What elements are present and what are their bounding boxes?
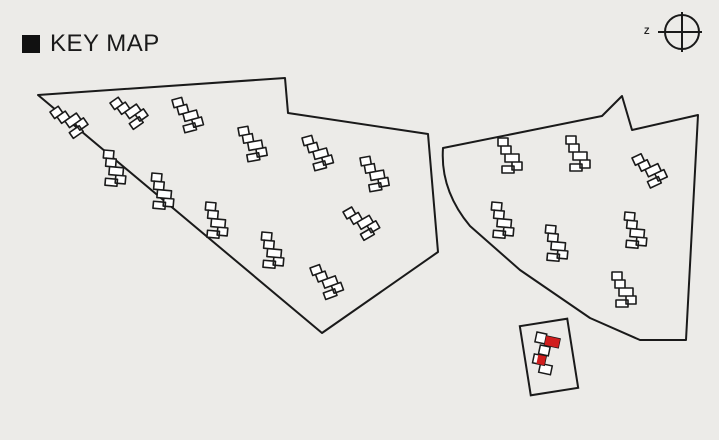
compass-icon	[658, 12, 702, 52]
highlighted-block	[518, 317, 580, 397]
north-arrow: Z	[644, 10, 704, 54]
buildings-east	[488, 135, 670, 308]
parcel-east	[441, 95, 699, 341]
north-label: Z	[644, 26, 650, 36]
legend-square-icon	[22, 35, 40, 53]
key-map-label: KEY MAP	[50, 30, 160, 57]
parcel-west	[37, 77, 439, 334]
key-map-title: KEY MAP	[22, 30, 160, 58]
